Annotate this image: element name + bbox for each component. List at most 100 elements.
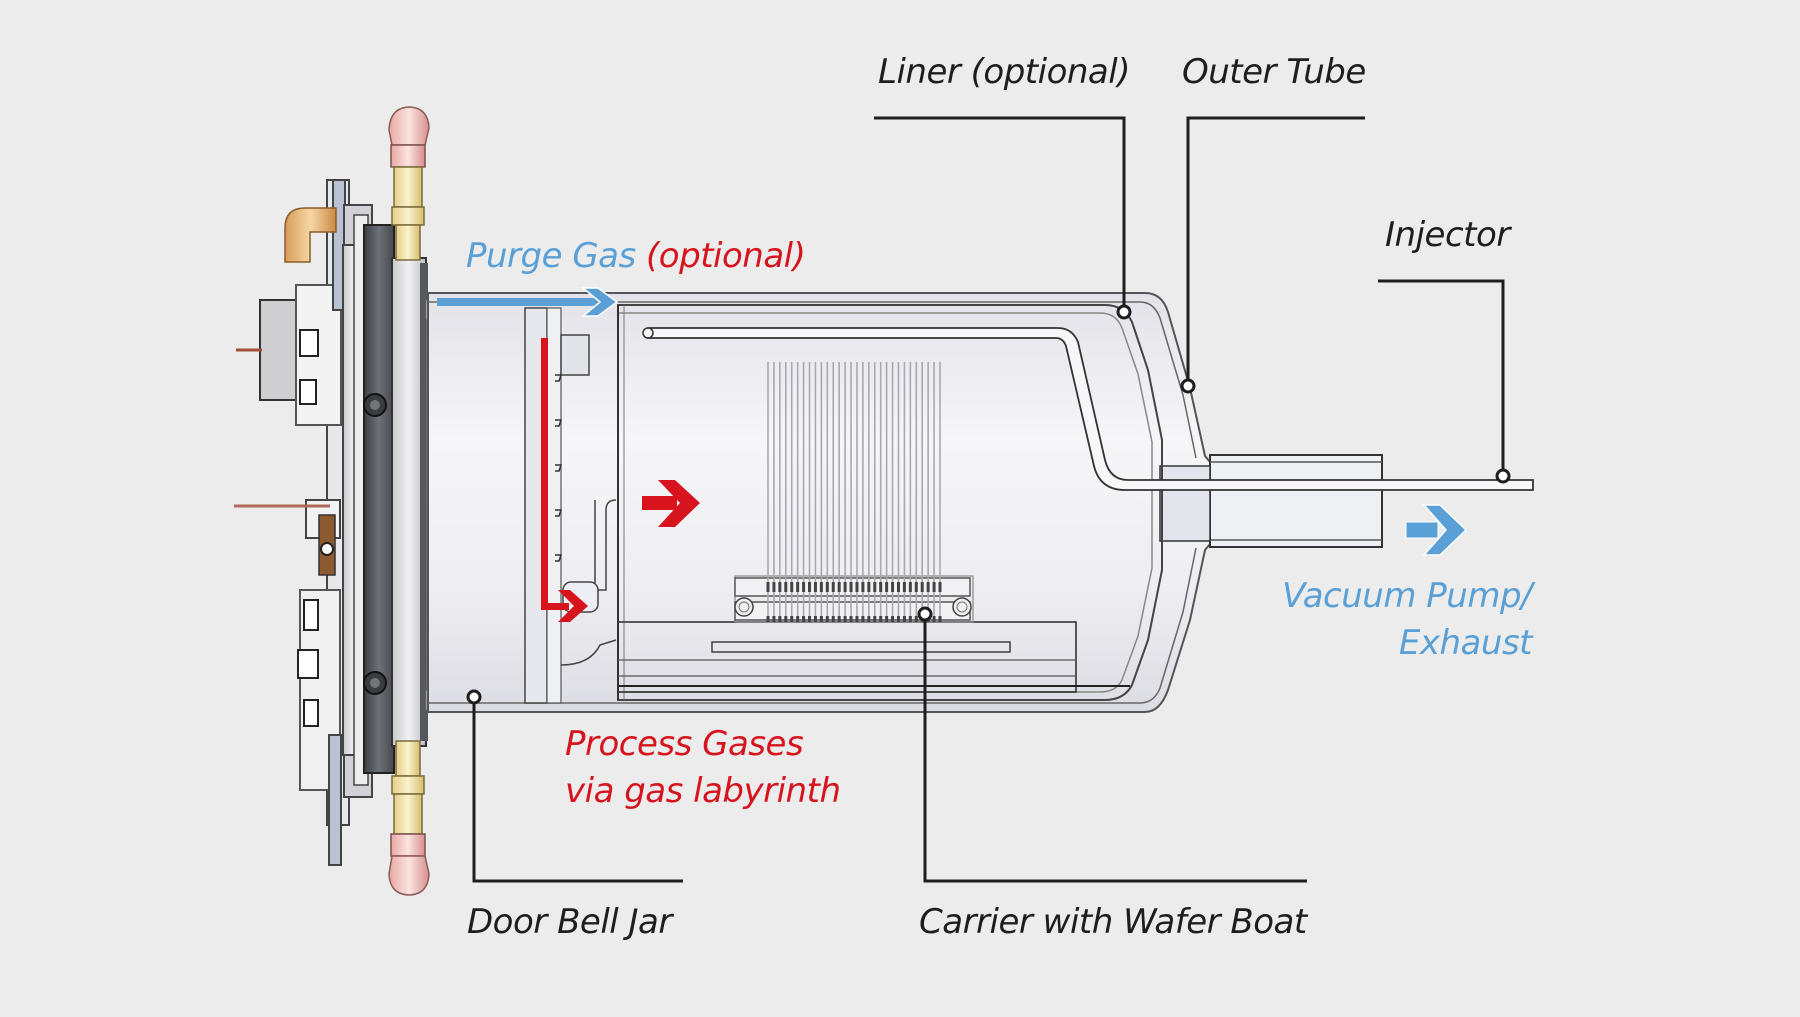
wafer-slot (813, 616, 817, 622)
wafer-slot (766, 616, 770, 622)
wafer-slot (873, 582, 877, 592)
wafer-slot (843, 582, 847, 592)
wafer-slot (802, 616, 806, 622)
component (299, 379, 317, 405)
wafer-slot (837, 582, 841, 592)
bolt-center (370, 400, 380, 410)
wafer-slot (885, 616, 889, 622)
label-gas-labyrinth: via gas labyrinth (565, 771, 841, 811)
wafer-slot (879, 582, 883, 592)
wafer-slot (938, 582, 942, 592)
wafer-slot (796, 616, 800, 622)
wafer-slot (867, 582, 871, 592)
brass-nut (393, 166, 423, 208)
label-injector: Injector (1385, 215, 1510, 255)
bolt-center (370, 678, 380, 688)
wafer-slot (885, 582, 889, 592)
exhaust-flow-arrow-icon (1405, 504, 1468, 556)
purge-flow-arrow-icon (437, 287, 619, 317)
label-purge-gas: Purge Gas (466, 236, 636, 276)
outer-tube-inner-wall (428, 301, 1197, 459)
label-purge-gas-group: Purge Gas (optional) (466, 236, 806, 277)
wafer-slot (902, 582, 906, 592)
component (303, 599, 319, 631)
wafer-slot (855, 616, 859, 622)
wafer-slot (902, 616, 906, 622)
wafer-slot (802, 582, 806, 592)
wafer-slot (908, 582, 912, 592)
wafer-slot (867, 616, 871, 622)
wafer-slot (808, 582, 812, 592)
leader-liner (874, 116, 1132, 320)
wafer-slot (926, 582, 930, 592)
leader-door-bell-jar (466, 689, 683, 883)
wafer-slot (813, 582, 817, 592)
wafer-slot (825, 582, 829, 592)
brass-pipe (395, 224, 421, 261)
wafer-slot (849, 582, 853, 592)
label-exhaust: Exhaust (1398, 623, 1533, 663)
wafer-slot (849, 616, 853, 622)
wafer-slot (920, 582, 924, 592)
flow-arrows (437, 287, 1468, 622)
leader-outer-tube (1180, 116, 1365, 394)
wafer-slot (819, 616, 823, 622)
exhaust-port (1209, 454, 1383, 548)
component (299, 329, 319, 357)
liner-wall (617, 304, 1163, 701)
top-gas-fitting (388, 106, 430, 261)
injector-tip (642, 327, 654, 339)
wafer-slot (831, 582, 835, 592)
brass-collar (391, 206, 425, 226)
wafer-slot (938, 616, 942, 622)
label-door-bell-jar: Door Bell Jar (467, 902, 672, 942)
leader-injector (1378, 279, 1511, 484)
wafer-slot (891, 582, 895, 592)
wafer-slot (772, 582, 776, 592)
wafer-slot (891, 616, 895, 622)
wafer-slot (831, 616, 835, 622)
wafer-slot (908, 616, 912, 622)
wafer-slot (778, 616, 782, 622)
connector-screw-icon (320, 542, 334, 556)
wafer-slot (896, 616, 900, 622)
wafer-stack (766, 362, 942, 622)
wafer-slot (932, 616, 936, 622)
label-vacuum-pump: Vacuum Pump/ (1282, 576, 1532, 616)
wafer-slot (861, 582, 865, 592)
leader-lines (466, 116, 1511, 883)
brass-pipe (395, 740, 421, 777)
wafer-slot (837, 616, 841, 622)
wafer-boat (734, 362, 974, 623)
wafer-slot (879, 616, 883, 622)
label-outer-tube: Outer Tube (1182, 52, 1366, 92)
wafer-slot (855, 582, 859, 592)
pink-nut (390, 833, 426, 857)
wafer-slot (873, 616, 877, 622)
wafer-slot (914, 616, 918, 622)
wafer-slot (790, 616, 794, 622)
boat-roller-icon (734, 597, 754, 617)
wafer-slot (796, 582, 800, 592)
labyrinth-pipe (560, 639, 617, 666)
boat-roller-inner (956, 601, 968, 613)
pink-elbow-fitting (388, 106, 430, 146)
labyrinth-pipe (594, 499, 617, 591)
process-flow-chamber-arrow-icon (642, 480, 700, 527)
labyrinth-fitting (560, 334, 590, 376)
pink-elbow-fitting (388, 855, 430, 896)
injector-tube (647, 327, 1534, 491)
wafer-slot (932, 582, 936, 592)
brass-nut (393, 793, 423, 835)
carrier-rail (711, 641, 1011, 653)
component (297, 649, 319, 679)
wafer-slot (861, 616, 865, 622)
wafer-slot (808, 616, 812, 622)
outer-tube-inner-wall (428, 547, 1197, 704)
exhaust-collar (1159, 465, 1211, 542)
label-liner: Liner (optional) (878, 52, 1130, 92)
brass-collar (391, 775, 425, 795)
pink-nut (390, 144, 426, 168)
